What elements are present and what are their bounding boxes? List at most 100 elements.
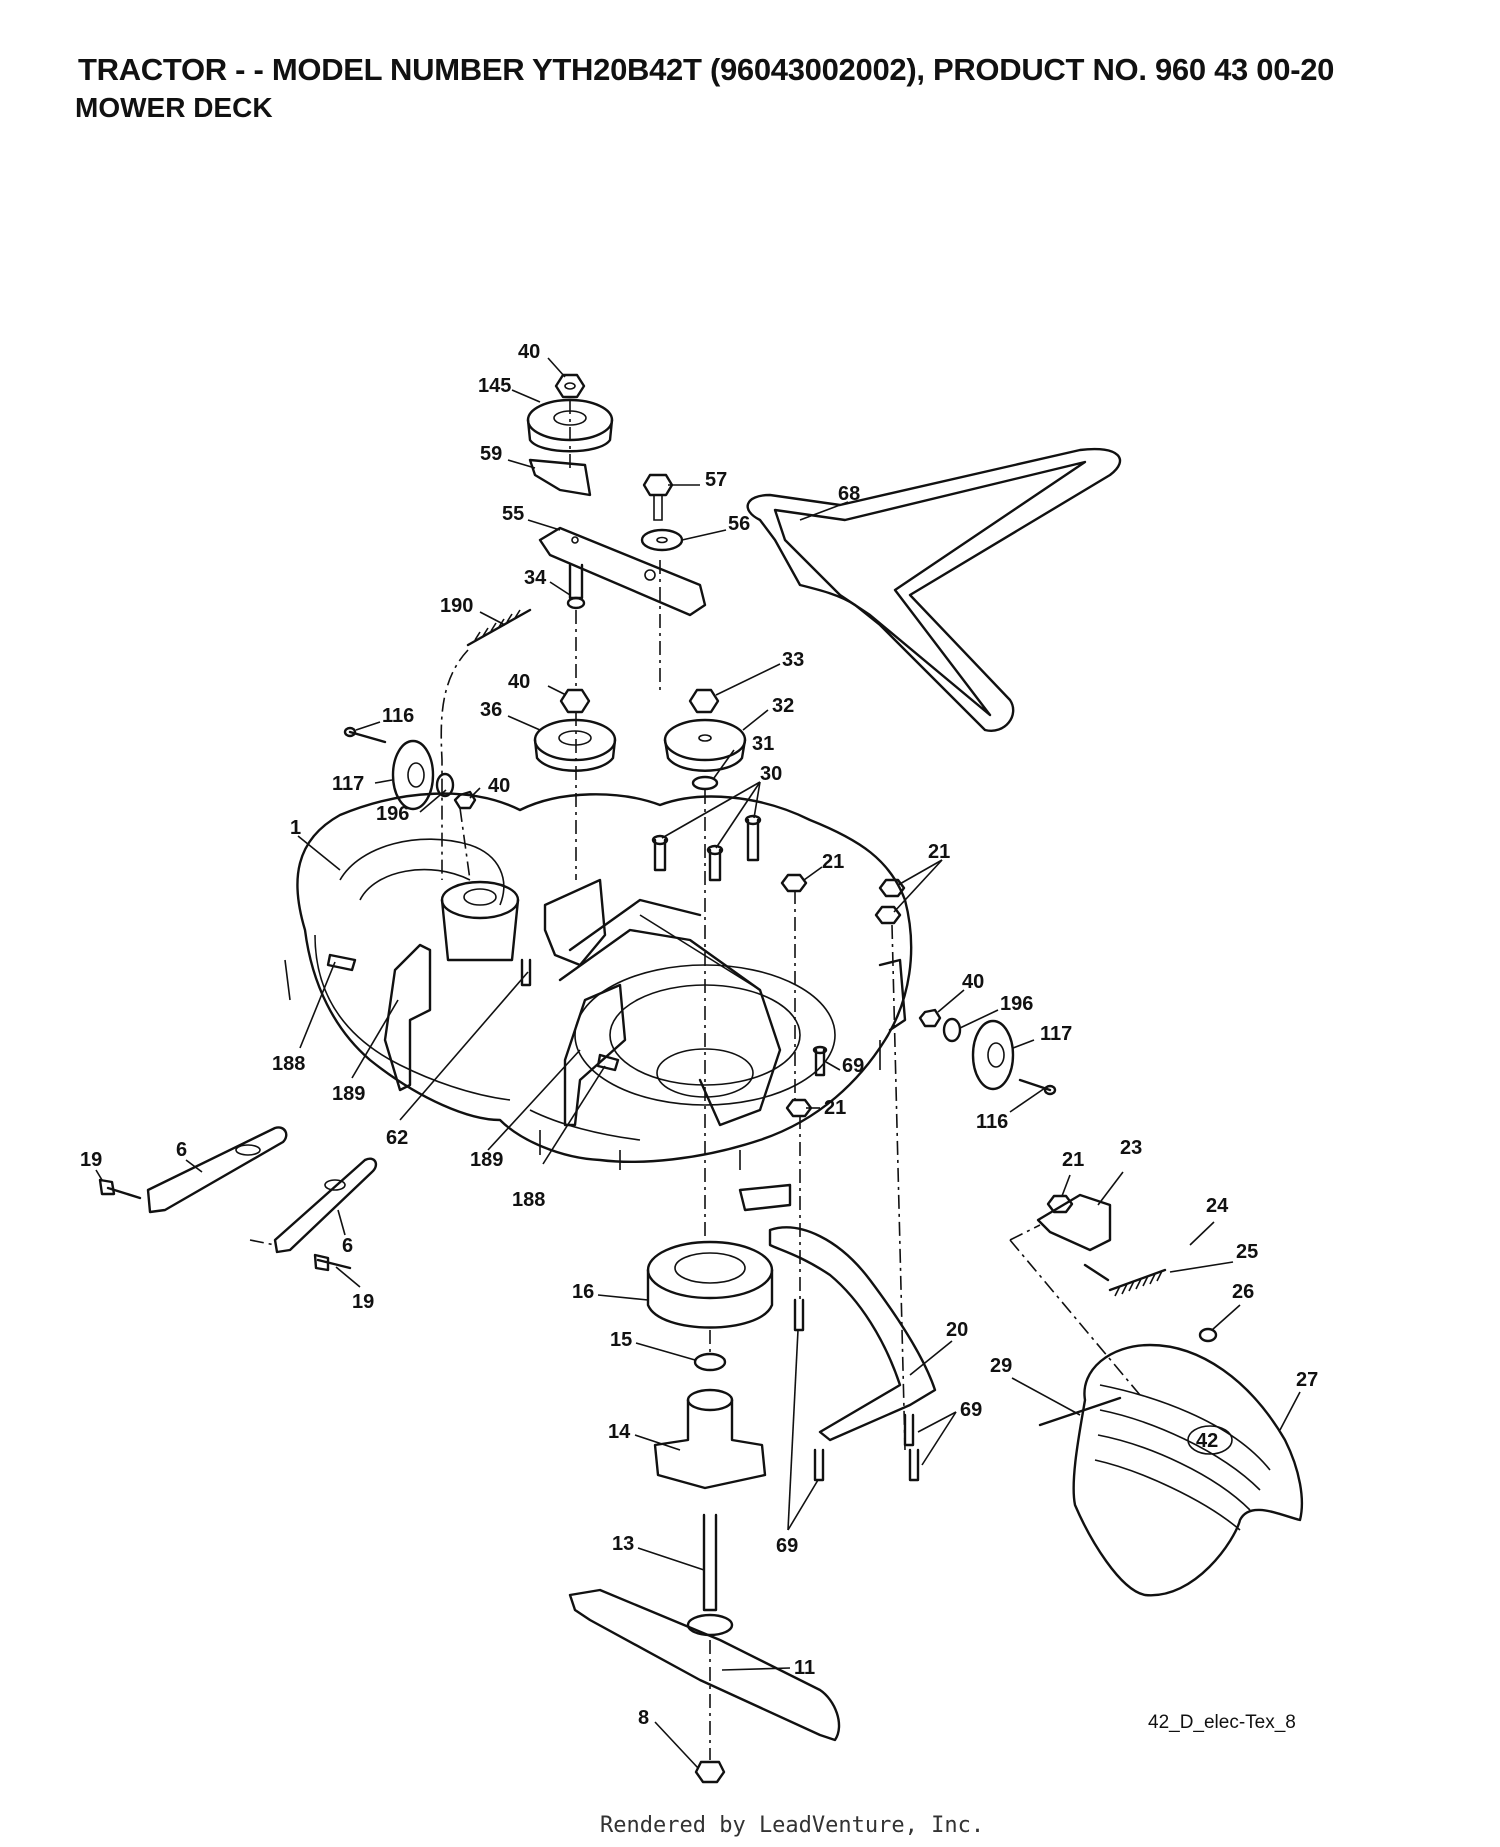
label-21-a: 21 xyxy=(822,851,844,873)
label-8: 8 xyxy=(638,1707,649,1729)
label-62: 62 xyxy=(386,1127,408,1149)
bolt-69-deck xyxy=(812,1045,828,1077)
nuts-21 xyxy=(780,873,1074,1214)
washer-26 xyxy=(1198,1327,1218,1343)
alignment-lines xyxy=(249,400,1141,1760)
pulley-36 xyxy=(533,718,617,772)
label-40-mid: 40 xyxy=(508,671,530,693)
label-188-left: 188 xyxy=(272,1053,305,1075)
bracket-center xyxy=(543,878,607,967)
label-69-a: 69 xyxy=(842,1055,864,1077)
bolt-8 xyxy=(694,1760,726,1784)
hanger-6-bottom xyxy=(273,1157,378,1254)
washer-31 xyxy=(691,775,719,791)
spindle-cover-16 xyxy=(646,1240,774,1329)
bracket-189-left xyxy=(383,943,432,1092)
washer-196-left xyxy=(435,772,455,798)
rod-24 xyxy=(1083,1263,1110,1282)
rod-29 xyxy=(1038,1396,1122,1427)
label-26: 26 xyxy=(1232,1281,1254,1303)
footer-credit: Rendered by LeadVenture, Inc. xyxy=(600,1813,985,1838)
label-57: 57 xyxy=(705,469,727,491)
label-40-left: 40 xyxy=(488,775,510,797)
discharge-chute-27: 42 xyxy=(1072,1343,1304,1597)
label-21-b: 21 xyxy=(928,841,950,863)
label-31: 31 xyxy=(752,733,774,755)
label-13: 13 xyxy=(612,1533,634,1555)
bolt-57 xyxy=(642,473,674,521)
label-27: 27 xyxy=(1296,1369,1318,1391)
nut-40-top xyxy=(554,373,586,399)
label-69-c: 69 xyxy=(776,1535,798,1557)
pulley-32 xyxy=(663,718,747,772)
label-21-c: 21 xyxy=(824,1097,846,1119)
washer-196-right xyxy=(942,1017,962,1043)
bolts-69-guide xyxy=(793,1298,920,1482)
label-11: 11 xyxy=(794,1657,815,1679)
stud-188-left xyxy=(326,953,357,972)
label-190: 190 xyxy=(440,595,473,617)
label-6-top: 6 xyxy=(176,1139,187,1161)
label-68: 68 xyxy=(838,483,860,505)
label-40-right: 40 xyxy=(962,971,984,993)
label-14: 14 xyxy=(608,1421,631,1443)
diagram-title: TRACTOR - - MODEL NUMBER YTH20B42T (9604… xyxy=(78,52,1335,87)
hanger-6-top xyxy=(146,1126,288,1214)
bolt-19-left xyxy=(98,1178,142,1200)
label-32: 32 xyxy=(772,695,794,717)
label-40-top: 40 xyxy=(518,341,540,363)
label-117-left: 117 xyxy=(332,773,364,795)
label-196-right: 196 xyxy=(1000,993,1033,1015)
bolts-30 xyxy=(651,814,762,882)
label-1: 1 xyxy=(290,817,301,839)
label-189-right: 189 xyxy=(470,1149,503,1171)
label-21-d: 21 xyxy=(1062,1149,1084,1171)
nut-33 xyxy=(688,688,720,714)
stud-188-right xyxy=(596,1053,620,1072)
part-labels: 40 145 59 57 55 56 68 34 190 40 33 36 32… xyxy=(80,341,1318,1729)
label-56: 56 xyxy=(728,513,750,535)
label-196-left: 196 xyxy=(376,803,409,825)
label-24: 24 xyxy=(1206,1195,1229,1217)
label-19-left: 19 xyxy=(80,1149,102,1171)
mower-deck-shell xyxy=(284,792,913,1212)
label-34: 34 xyxy=(524,567,547,589)
bracket-189-right xyxy=(563,983,627,1127)
label-16: 16 xyxy=(572,1281,594,1303)
label-30: 30 xyxy=(760,763,782,785)
bolt-34 xyxy=(566,563,586,610)
label-33: 33 xyxy=(782,649,804,671)
belt-68 xyxy=(746,447,1122,732)
label-29: 29 xyxy=(990,1355,1012,1377)
wheel-117-left xyxy=(391,739,435,811)
label-19-bottom: 19 xyxy=(352,1291,374,1313)
label-6-bottom: 6 xyxy=(342,1235,353,1257)
deck-pulley-left xyxy=(440,880,520,962)
leader-lines xyxy=(95,357,1301,1769)
washer-56 xyxy=(640,528,684,552)
diagram-subtitle: MOWER DECK xyxy=(75,92,273,123)
belt-guide-20 xyxy=(768,1226,937,1442)
label-15: 15 xyxy=(610,1329,632,1351)
label-145: 145 xyxy=(478,375,511,397)
bolt-116-left xyxy=(343,726,387,744)
label-25: 25 xyxy=(1236,1241,1258,1263)
deflector-42-mark: 42 xyxy=(1196,1430,1218,1452)
label-188-right: 188 xyxy=(512,1189,545,1211)
nut-40-right xyxy=(918,1008,942,1028)
label-36: 36 xyxy=(480,699,502,721)
label-117-right: 117 xyxy=(1040,1023,1072,1045)
bolt-62 xyxy=(520,958,532,987)
bolt-116-right xyxy=(1018,1078,1057,1096)
nut-40-left xyxy=(453,790,477,810)
spindle-shaft-13 xyxy=(686,1513,734,1637)
label-20: 20 xyxy=(946,1319,968,1341)
label-189-left: 189 xyxy=(332,1083,365,1105)
label-69-b: 69 xyxy=(960,1399,982,1421)
drawing-code: 42_D_elec-Tex_8 xyxy=(1148,1712,1296,1733)
nut-40-mid xyxy=(559,688,591,714)
label-59: 59 xyxy=(480,443,502,465)
blade-11 xyxy=(568,1588,841,1742)
bracket-23 xyxy=(1036,1193,1112,1252)
